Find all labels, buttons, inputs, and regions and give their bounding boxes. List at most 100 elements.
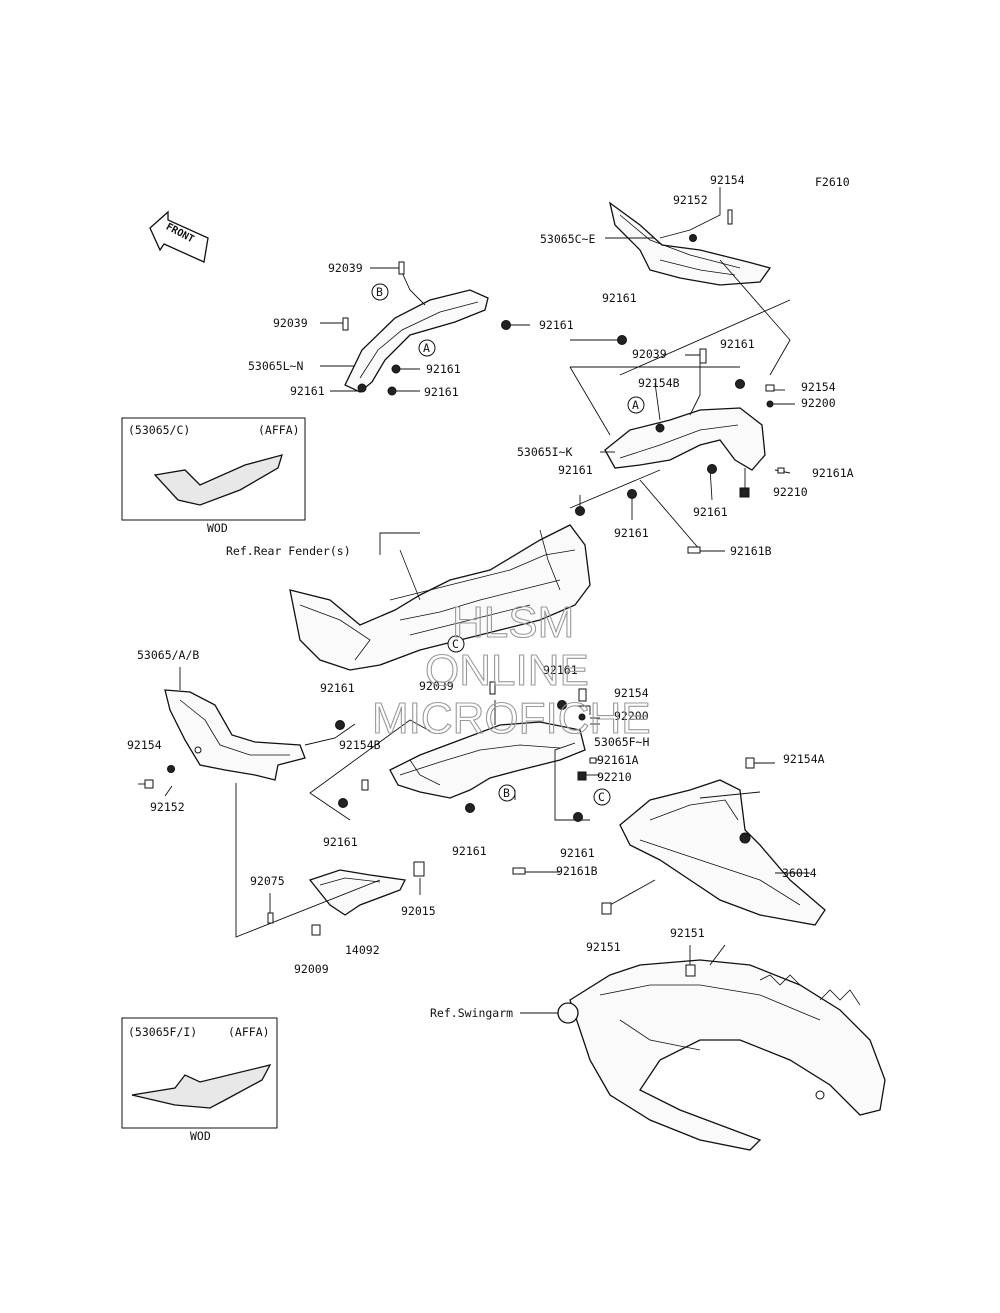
bolt-icon <box>144 779 154 789</box>
nut-icon <box>739 487 750 498</box>
ref-circle-C1: C <box>447 635 465 653</box>
part-label: 92161 <box>720 337 755 351</box>
grommet-icon <box>357 383 367 393</box>
part-label: 92161 <box>614 526 649 540</box>
part-label: 92161B <box>556 864 598 878</box>
part-label: 92161 <box>323 835 358 849</box>
part-label: 92039 <box>632 347 667 361</box>
ref-letter: C <box>598 790 605 804</box>
nut-icon <box>777 467 785 474</box>
part-label: 92009 <box>294 962 329 976</box>
part-label: 92151 <box>670 926 705 940</box>
inset-box-53065c: (53065/C) (AFFA) WOD <box>121 417 306 535</box>
grommet-icon <box>557 700 567 710</box>
bolt-icon <box>765 384 775 392</box>
chain-guard-36014 <box>619 779 826 926</box>
grommet-icon <box>335 720 345 730</box>
part-label: 92200 <box>801 396 836 410</box>
bolt-icon <box>398 261 405 275</box>
part-label: 92075 <box>250 874 285 888</box>
part-label: 53065I~K <box>517 445 572 459</box>
part-label: 92039 <box>328 261 363 275</box>
inset1-title: (53065/C) <box>128 423 190 437</box>
inset2-part <box>131 1064 272 1109</box>
bolt-icon <box>342 317 349 331</box>
part-label: 92161 <box>693 505 728 519</box>
bolt-icon <box>489 681 496 695</box>
ref-circle-A1: A <box>418 339 436 357</box>
inset1-part <box>153 454 283 506</box>
ref-circle-B1: B <box>371 283 389 301</box>
part-label: 92161 <box>290 384 325 398</box>
part-label: 53065L~N <box>248 359 303 373</box>
inset-box-53065fi: (53065F/I) (AFFA) WOD <box>121 1017 278 1143</box>
part-label: 92161 <box>558 463 593 477</box>
part-label: 92154 <box>801 380 836 394</box>
bolt-icon <box>745 757 755 769</box>
grommet-icon <box>338 798 348 808</box>
bracket-14092 <box>308 869 406 916</box>
bolt-icon <box>578 688 587 702</box>
side-cover-lower-middle <box>389 721 586 799</box>
side-cover-upper-right <box>608 201 772 286</box>
part-label: 92161 <box>424 385 459 399</box>
part-label: 92161 <box>560 846 595 860</box>
part-label: 92152 <box>673 193 708 207</box>
grommet-icon <box>387 386 397 396</box>
front-arrow-icon: FRONT <box>149 210 209 263</box>
part-label: 92154 <box>710 173 745 187</box>
part-label: 92161B <box>730 544 772 558</box>
watermark-line3: MICROFICHE <box>372 694 651 743</box>
inset2-title: (53065F/I) <box>128 1025 197 1039</box>
part-label: Ref.Rear Fender(s) <box>226 544 351 558</box>
bolt-icon <box>267 912 274 924</box>
part-label: 53065/A/B <box>137 648 199 662</box>
part-label: 92154B <box>638 376 680 390</box>
bolt-icon <box>601 902 612 915</box>
part-label: 92154A <box>783 752 825 766</box>
part-label: 92154 <box>614 686 649 700</box>
leader-lines <box>138 187 810 1014</box>
part-label: Ref.Swingarm <box>430 1006 513 1020</box>
ref-letter: B <box>503 786 510 800</box>
washer-icon <box>766 400 774 408</box>
clip-icon <box>687 546 701 554</box>
part-label: 92015 <box>401 904 436 918</box>
ref-circle-C2: C <box>593 788 611 806</box>
ref-circle-B2: B <box>498 784 516 802</box>
grommet-icon <box>465 803 475 813</box>
washer-icon <box>167 765 175 773</box>
part-label: 92154 <box>127 738 162 752</box>
part-label: 14092 <box>345 943 380 957</box>
bolt-icon <box>685 964 696 977</box>
part-label: 92154B <box>339 738 381 752</box>
part-label: 92152 <box>150 800 185 814</box>
side-cover-middle-right <box>604 407 766 471</box>
part-label: 92161 <box>452 844 487 858</box>
grommet-icon <box>627 489 637 499</box>
inset1-code: (AFFA) <box>258 423 300 437</box>
rear-fender-assembly <box>289 524 591 671</box>
ref-letter: C <box>452 637 459 651</box>
ref-letter: A <box>632 398 639 412</box>
inset1-caption: WOD <box>207 521 228 535</box>
grommet-icon <box>617 335 627 345</box>
ref-letter: A <box>423 341 430 355</box>
ref-letter: B <box>376 285 383 299</box>
part-label: 92161 <box>426 362 461 376</box>
grommet-icon <box>735 379 745 389</box>
grommet-icon <box>575 506 585 516</box>
part-label: 92039 <box>419 679 454 693</box>
washer-icon <box>578 713 586 721</box>
bolt-icon <box>699 348 707 364</box>
part-label: 92161A <box>597 753 639 767</box>
part-labels: 92154 92152 53065C~E 92039 92039 92161 9… <box>127 173 854 1020</box>
fasteners <box>144 209 785 977</box>
grommet-icon <box>707 464 717 474</box>
part-label: 92210 <box>773 485 808 499</box>
part-label: 92161 <box>539 318 574 332</box>
side-cover-upper-left <box>344 289 489 393</box>
part-label: 53065F~H <box>594 735 649 749</box>
grommet-icon <box>391 364 401 374</box>
part-label: 36014 <box>782 866 817 880</box>
